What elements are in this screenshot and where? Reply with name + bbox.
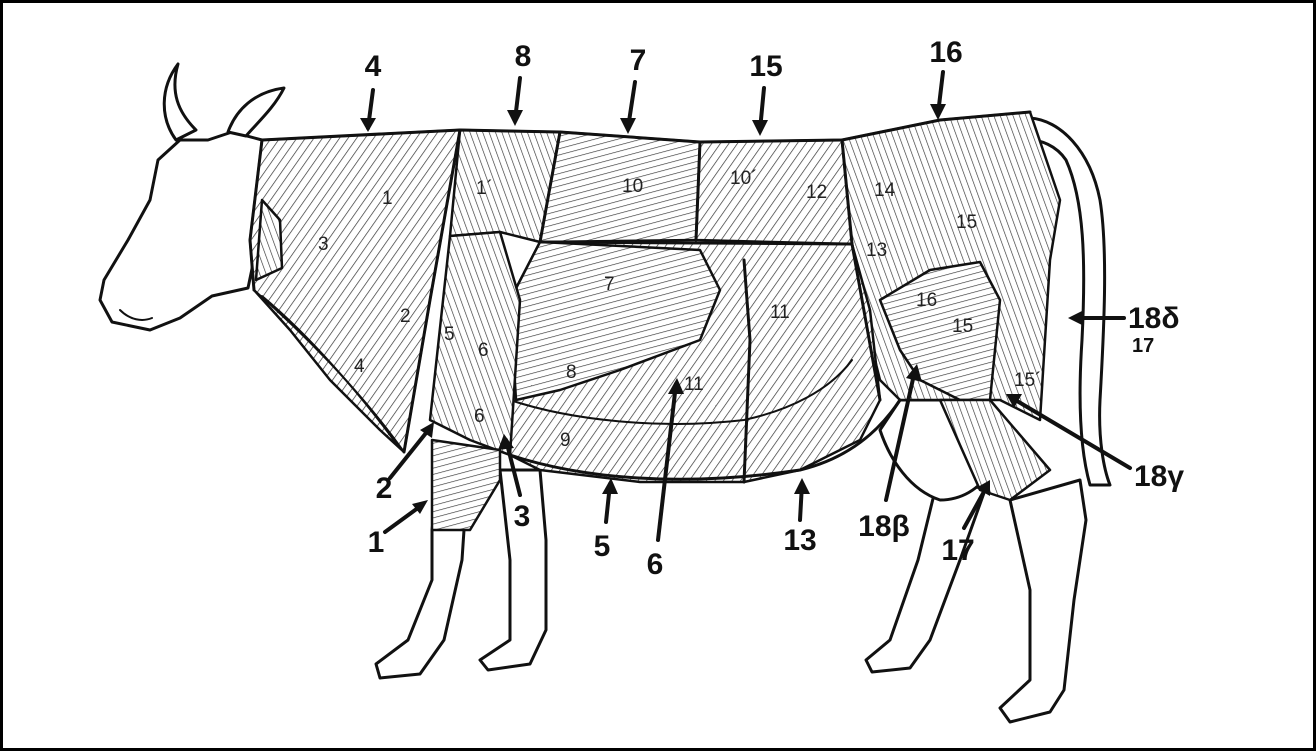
callout-3: 3 — [514, 500, 531, 533]
region-5: 5 — [444, 324, 455, 345]
region-15-upper: 15 — [956, 212, 977, 233]
callout-18-beta: 18β — [858, 510, 910, 543]
region-11-upper: 11 — [770, 302, 790, 323]
callout-17-right: 17 — [1132, 335, 1154, 357]
callout-8: 8 — [515, 40, 532, 73]
callout-5: 5 — [594, 530, 611, 563]
callout-18-gamma: 18γ — [1134, 460, 1184, 493]
region-2: 2 — [400, 306, 411, 327]
callout-1: 1 — [368, 526, 385, 559]
callout-2: 2 — [376, 472, 393, 505]
region-10: 10 — [622, 176, 643, 197]
region-16: 16 — [916, 290, 937, 311]
region-8: 8 — [566, 362, 577, 383]
region-14: 14 — [874, 180, 896, 201]
callout-7: 7 — [630, 44, 647, 77]
region-7: 7 — [604, 274, 615, 295]
region-12: 12 — [806, 182, 827, 203]
region-13: 13 — [866, 240, 887, 261]
callout-18-delta: 18δ — [1128, 302, 1180, 335]
neck-muscle-region — [250, 130, 460, 452]
callout-16: 16 — [929, 36, 962, 69]
forearm-region — [432, 440, 500, 530]
callout-4: 4 — [365, 50, 382, 83]
back-region-10 — [540, 132, 700, 242]
region-1-prime: 1´ — [476, 178, 493, 199]
region-9: 9 — [560, 430, 571, 451]
region-15-prime: 15´ — [1014, 370, 1041, 391]
callout-13: 13 — [783, 524, 816, 557]
region-3: 3 — [318, 234, 329, 255]
region-6-lower: 6 — [474, 406, 485, 427]
region-1: 1 — [382, 188, 393, 209]
back-region-10p — [696, 140, 852, 244]
region-10-prime: 10´ — [730, 168, 757, 189]
region-4: 4 — [354, 356, 365, 377]
region-15-lower: 15 — [952, 316, 973, 337]
region-6-upper: 6 — [478, 340, 489, 361]
callout-6: 6 — [647, 548, 664, 581]
region-11-lower: 11 — [684, 374, 704, 395]
callout-15: 15 — [749, 50, 782, 83]
callout-17: 17 — [941, 534, 974, 567]
